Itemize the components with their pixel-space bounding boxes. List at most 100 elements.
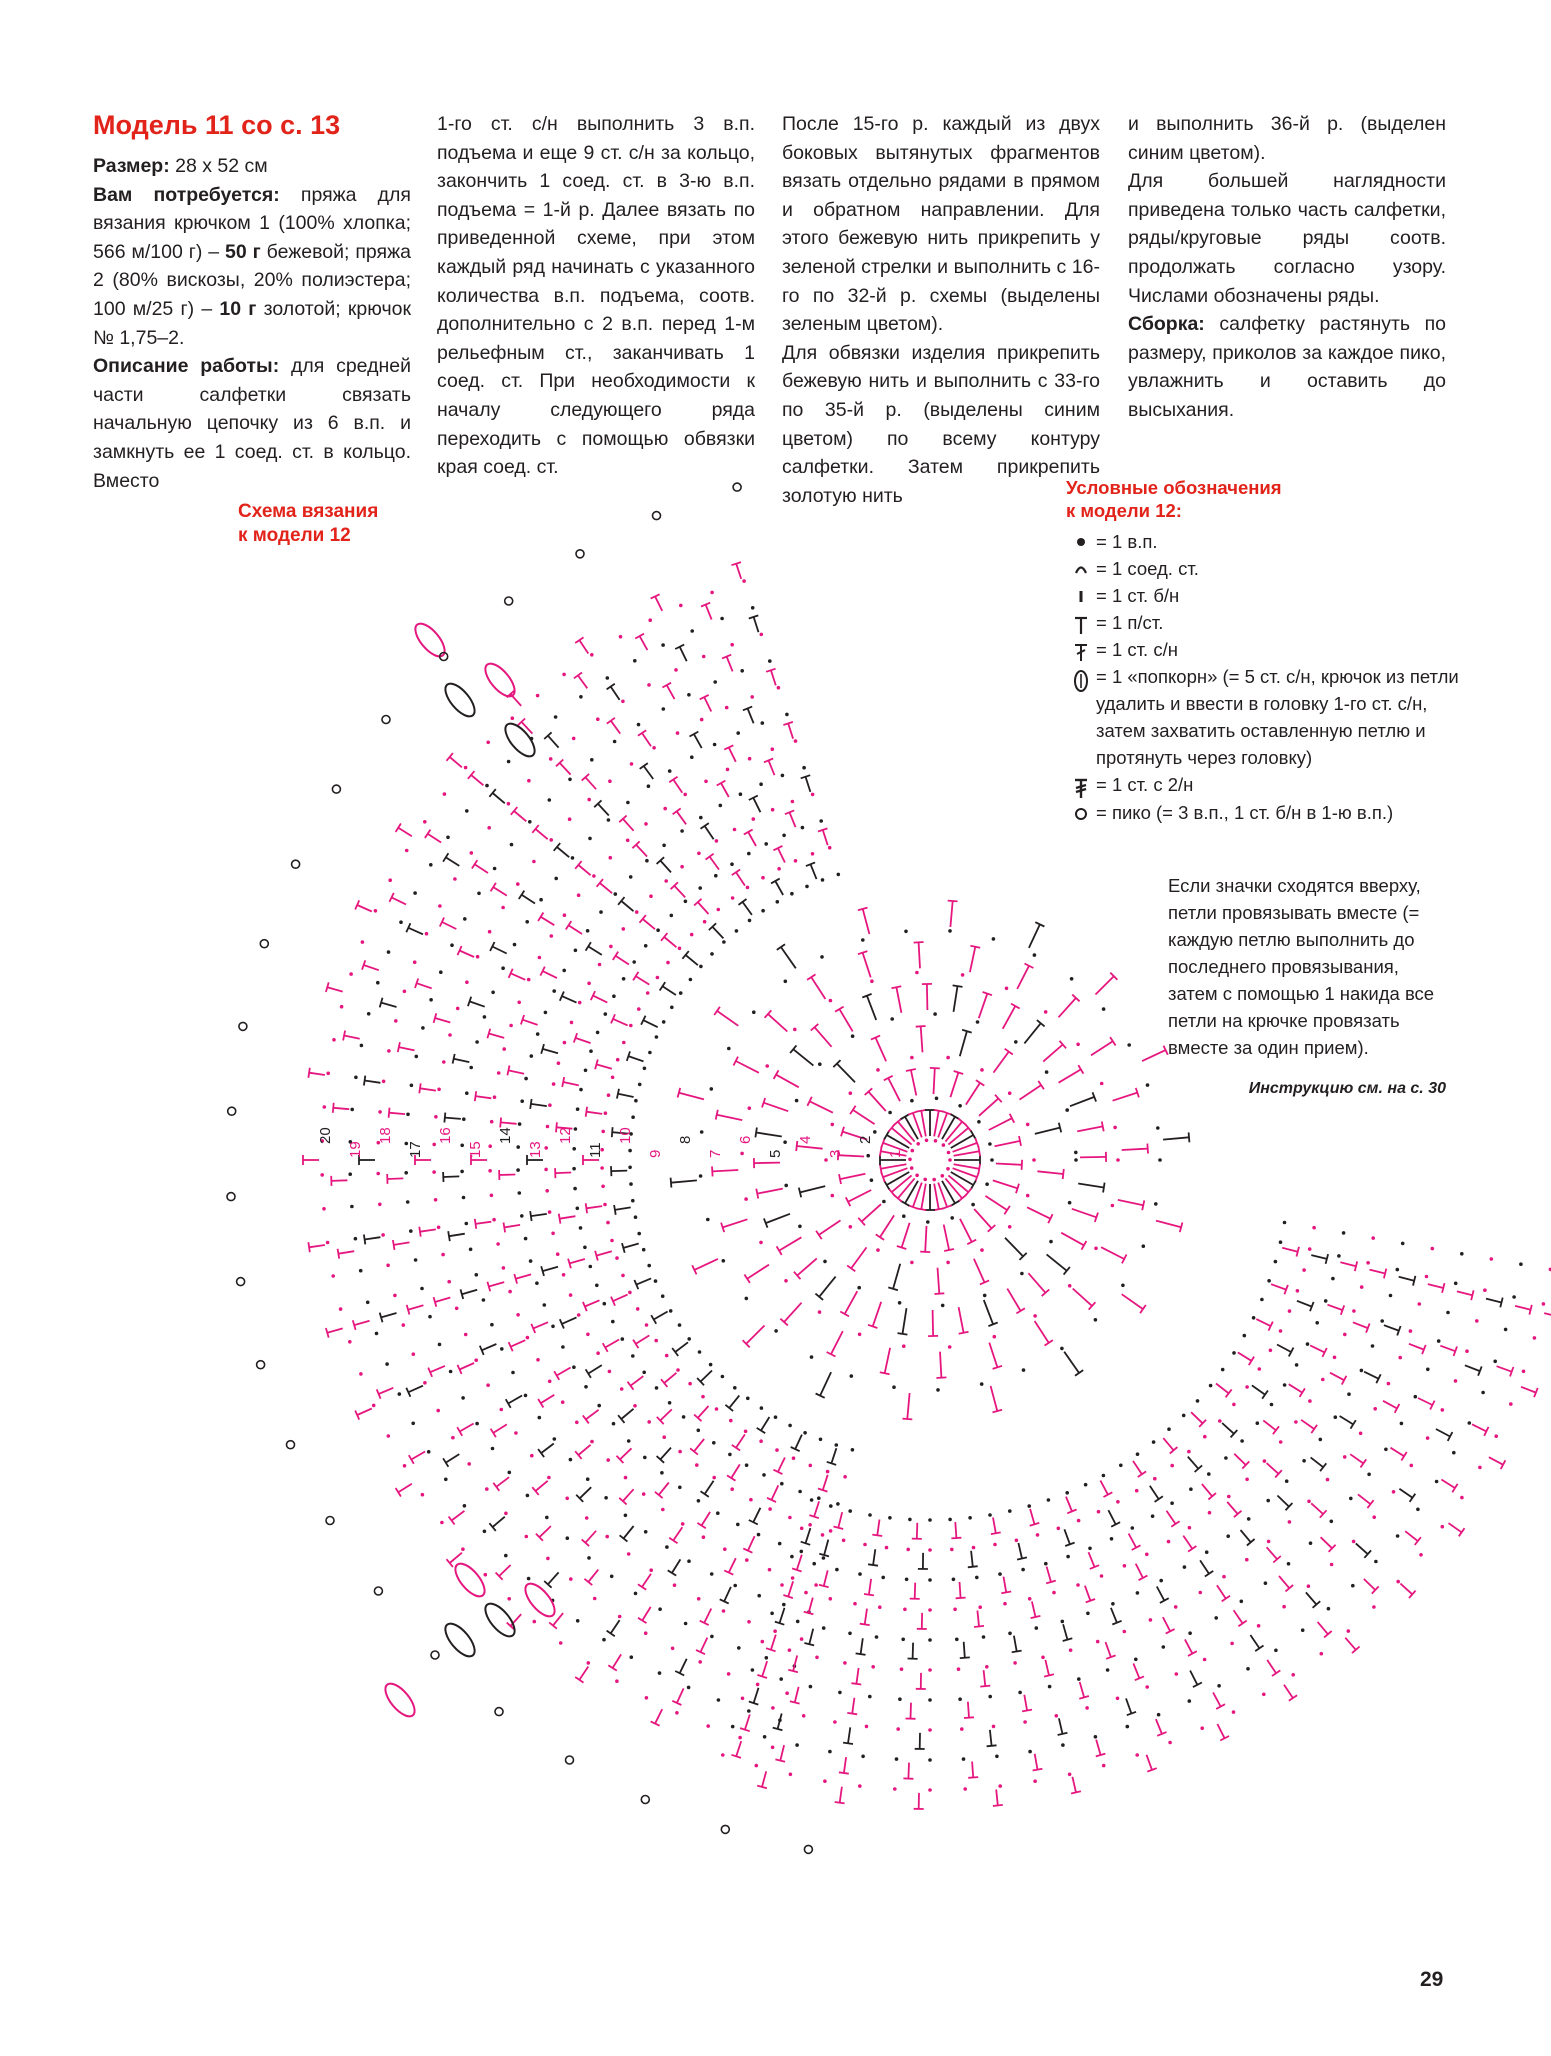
stitch-mark (778, 1458, 785, 1472)
fan-dots (661, 643, 665, 647)
fan-dots (1232, 1351, 1236, 1355)
fan-dots (528, 820, 532, 824)
round-dots (985, 1182, 989, 1186)
round-dots (1068, 1201, 1072, 1205)
stitch-mark (806, 777, 811, 792)
stitch-top (930, 1068, 940, 1069)
stitch-mark (482, 1344, 497, 1350)
fan-dots (543, 1303, 547, 1307)
fan-dots (527, 1577, 531, 1581)
stitch-mark (578, 675, 587, 688)
fan-dots (548, 798, 552, 802)
fan-dots (710, 1635, 714, 1639)
row-number-label: 8 (677, 1136, 694, 1144)
fan-dots (1008, 1632, 1012, 1636)
fan-dots (595, 1284, 599, 1288)
fan-dots (1349, 1497, 1353, 1501)
fan-dots (1343, 1333, 1347, 1337)
round-dots (727, 1047, 731, 1051)
row-number-label: 3 (827, 1150, 844, 1158)
stitch-mark (677, 811, 686, 824)
fan-dots (779, 1677, 783, 1681)
stitch-top (678, 1088, 681, 1098)
stitch-mark (748, 1536, 755, 1551)
row-number-label: 7 (707, 1150, 724, 1158)
fan-dots (647, 784, 651, 788)
fan-dots (903, 1608, 907, 1612)
fan-dots (1175, 1672, 1179, 1676)
picot-mark (641, 1796, 649, 1804)
fan-dots (527, 978, 531, 982)
fan-dots (698, 886, 702, 890)
stitch-mark (408, 928, 423, 935)
fan-dots (811, 793, 815, 797)
fan-dots (678, 1323, 682, 1327)
fan-dots (1312, 1226, 1316, 1230)
round-dots (993, 1335, 997, 1339)
fan-dots (606, 1458, 610, 1462)
fan-dots (720, 617, 724, 621)
fan-dots (572, 737, 576, 741)
round-dots (983, 1294, 987, 1298)
stitch-mark (694, 1439, 704, 1451)
stitch-mark (541, 1444, 554, 1454)
stitch-mark (736, 1434, 745, 1447)
fan-dots (465, 980, 469, 984)
stitch-mark (925, 1226, 926, 1252)
fan-dots (1170, 1501, 1174, 1505)
stitch-mark (724, 1587, 731, 1602)
fan-dots (1203, 1658, 1207, 1662)
round-dots (849, 1225, 853, 1229)
stitch-top (1442, 1283, 1444, 1293)
round-dots (820, 955, 824, 959)
stitch-mark (563, 1082, 579, 1085)
fan-dots (1282, 1605, 1286, 1609)
stitch-mark (533, 1322, 548, 1328)
round-dots (980, 1382, 984, 1386)
stitch-top (1410, 1494, 1416, 1502)
stitch-mark (781, 947, 796, 968)
stitch-mark (898, 1122, 915, 1142)
fan-dots (829, 1597, 833, 1601)
fan-dots (569, 1458, 573, 1462)
fan-dots (751, 606, 755, 610)
fan-dots (768, 1507, 772, 1511)
fan-dots (350, 1205, 354, 1209)
stitch-mark (578, 1445, 590, 1455)
stitch-mark (1190, 1671, 1197, 1685)
stitch-top (586, 1369, 591, 1378)
fan-dots (1269, 1349, 1273, 1353)
fan-dots (1302, 1459, 1306, 1463)
picot-mark (653, 512, 661, 520)
stitch-top (1238, 1621, 1246, 1627)
fan-dots (1389, 1294, 1393, 1298)
fan-dots (988, 1695, 992, 1699)
fan-dots (331, 1274, 335, 1278)
fan-dots (501, 906, 505, 910)
stitch-mark (354, 1321, 369, 1325)
stitch-mark (1263, 1420, 1276, 1430)
stitch-top (1459, 1528, 1465, 1536)
stitch-mark (411, 1452, 425, 1460)
stitch-mark (754, 1163, 780, 1164)
stitch-mark (675, 1342, 688, 1352)
round-dots (850, 1374, 854, 1378)
fan-dots (444, 1478, 448, 1482)
stitch-mark (1358, 1494, 1371, 1504)
stitch-mark (831, 1331, 843, 1354)
stitch-top (1016, 1308, 1025, 1313)
stitch-mark (1277, 1345, 1291, 1353)
stitch-top (1255, 1646, 1263, 1652)
stitch-mark (611, 1620, 620, 1633)
fan-dots (484, 1573, 488, 1577)
stitch-mark (993, 1518, 996, 1534)
stitch-mark (631, 1376, 644, 1386)
stitch-mark (729, 1396, 739, 1408)
stitch-mark (543, 1049, 558, 1053)
fan-dots (398, 1392, 402, 1396)
stitch-top (393, 1240, 395, 1250)
fan-dots (590, 653, 594, 657)
fan-dots (1347, 1392, 1351, 1396)
fan-dots (1454, 1282, 1458, 1286)
fan-dots (1401, 1242, 1405, 1246)
